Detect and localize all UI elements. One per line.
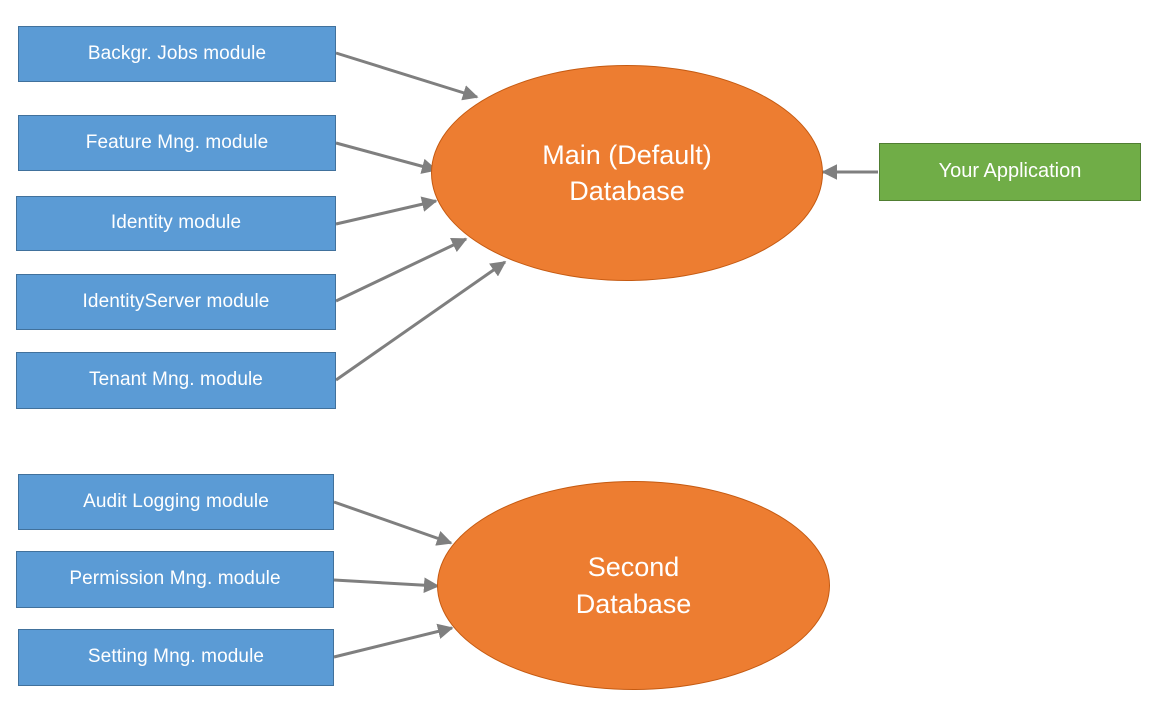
application-label: Your Application [938, 160, 1082, 183]
database-main-label-line1: Main (Default) [542, 139, 712, 170]
connector-tenant-mng-to-main-database [335, 260, 507, 382]
database-node-main[interactable]: Main (Default) Database [431, 65, 823, 281]
module-box-identityserver[interactable]: IdentityServer module [16, 274, 336, 330]
database-second-label: Second Database [438, 549, 829, 622]
connector-audit-logging-to-second-database [333, 500, 453, 546]
module-label: Tenant Mng. module [89, 369, 263, 391]
module-box-feature-mng[interactable]: Feature Mng. module [18, 115, 336, 171]
module-box-tenant-mng[interactable]: Tenant Mng. module [16, 352, 336, 409]
connector-identityserver-to-main-database [335, 237, 468, 303]
database-main-label: Main (Default) Database [432, 137, 822, 210]
module-box-backgr-jobs[interactable]: Backgr. Jobs module [18, 26, 336, 82]
module-label: Feature Mng. module [85, 131, 269, 153]
database-main-label-line2: Database [569, 176, 685, 206]
module-label: Identity module [110, 212, 242, 234]
module-box-identity[interactable]: Identity module [16, 196, 336, 251]
connector-setting-mng-to-second-database [333, 623, 454, 659]
module-box-permission-mng[interactable]: Permission Mng. module [16, 551, 334, 608]
database-second-label-line1: Second [587, 552, 680, 583]
connector-feature-mng-to-main-database [335, 141, 438, 174]
module-label: IdentityServer module [82, 290, 270, 312]
module-label: Backgr. Jobs module [87, 42, 267, 64]
application-box[interactable]: Your Application [879, 143, 1141, 201]
module-box-setting-mng[interactable]: Setting Mng. module [18, 629, 334, 686]
module-label: Permission Mng. module [69, 568, 281, 590]
connector-backgr-jobs-to-main-database [335, 51, 479, 101]
module-label: Audit Logging module [83, 490, 269, 512]
module-label: Setting Mng. module [87, 646, 265, 668]
database-node-second[interactable]: Second Database [437, 481, 830, 690]
connector-identity-to-main-database [335, 196, 438, 226]
database-second-label-line2: Database [575, 588, 692, 619]
connector-permission-mng-to-second-database [333, 577, 440, 593]
module-box-audit-logging[interactable]: Audit Logging module [18, 474, 334, 530]
